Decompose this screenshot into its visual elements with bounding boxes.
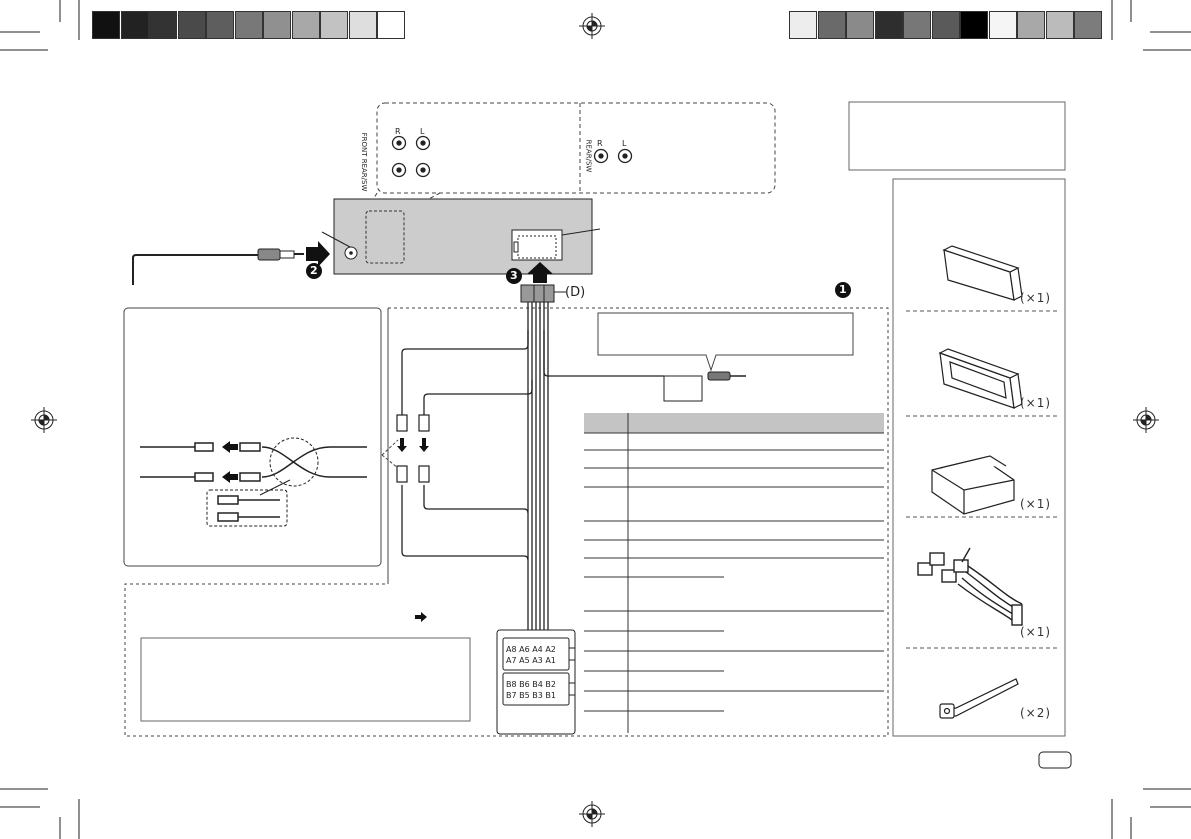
step-number-1: 1	[839, 283, 847, 296]
connector-d-label: (D)	[565, 285, 586, 300]
calibration-swatch	[177, 11, 206, 39]
registration-marks	[31, 13, 1159, 827]
calibration-swatch	[234, 11, 263, 39]
extraction-key-qty: (×2)	[1020, 706, 1052, 720]
arrow-antenna	[306, 241, 330, 267]
speaker-polarity-figure	[140, 437, 367, 527]
callout-pointer	[381, 439, 399, 469]
down-arrows	[397, 438, 429, 452]
calibration-swatch	[120, 11, 149, 39]
remote-plug	[707, 371, 746, 381]
accessories-panel	[892, 178, 1066, 737]
iso-connector	[496, 629, 576, 735]
small-arrow	[415, 612, 427, 622]
calibration-swatch	[92, 11, 120, 39]
harness-region	[124, 307, 889, 737]
calibration-swatch	[348, 11, 377, 39]
rca-label-rear-sw-left: REAR/SW	[360, 158, 368, 192]
wiring-harness-illustration	[917, 547, 1023, 626]
mounting-sleeve-qty: (×1)	[1020, 497, 1052, 511]
calibration-swatch	[1017, 11, 1045, 39]
rca-label-l-right: L	[622, 139, 627, 148]
pins-a-row1: A8 A6 A4 A2	[506, 645, 556, 654]
head-unit-rear	[321, 198, 601, 275]
step-marker-2	[306, 263, 322, 279]
rca-jacks-left	[391, 135, 431, 178]
calibration-swatch	[817, 11, 846, 39]
faceplate-illustration	[942, 245, 1023, 301]
accessory-dividers	[906, 310, 1058, 649]
note-bubble	[597, 312, 854, 372]
rca-label-rear-sw-right: REAR/SW	[584, 139, 593, 173]
rca-label-front: FRONT	[360, 132, 368, 157]
calibration-swatch	[903, 11, 931, 39]
calibration-swatch	[789, 11, 817, 39]
pins-b-row1: B8 B6 B4 B2	[506, 680, 556, 689]
remote-plug-box	[663, 375, 703, 402]
calibration-swatch	[1074, 11, 1102, 39]
calibration-swatch	[320, 11, 348, 39]
rca-callout	[365, 102, 776, 213]
rca-label-r-right: R	[597, 139, 603, 148]
arrow-connector	[527, 262, 553, 283]
calibration-swatch	[149, 11, 177, 39]
pins-b-row2: B7 B5 B3 B1	[506, 691, 556, 700]
mounting-sleeve-illustration	[931, 455, 1015, 515]
antenna-cable	[132, 248, 304, 285]
page-number-tab	[1038, 751, 1072, 769]
rca-label-front-rear: FRONT REAR/SW	[360, 132, 368, 192]
calibration-swatch	[931, 11, 960, 39]
calibration-swatch	[1045, 11, 1074, 39]
spade-connectors	[396, 414, 430, 483]
step-marker-1	[835, 282, 851, 298]
calibration-swatch	[206, 11, 234, 39]
calibration-swatch	[960, 11, 988, 39]
faceplate-qty: (×1)	[1020, 291, 1052, 305]
harness-wires	[401, 302, 664, 630]
step-number-2: 2	[310, 264, 318, 277]
trim-plate-qty: (×1)	[1020, 396, 1052, 410]
trim-plate-illustration	[938, 348, 1023, 409]
step-marker-3	[506, 268, 522, 284]
step-number-3: 3	[510, 269, 518, 282]
rca-label-l-left: L	[420, 127, 425, 136]
pin-table	[584, 413, 884, 733]
speaker-polarity-box	[123, 307, 382, 567]
calibration-swatch	[874, 11, 903, 39]
extraction-key-illustration	[939, 678, 1019, 719]
calibration-swatch	[377, 11, 405, 39]
connector-d	[520, 284, 566, 303]
rca-jacks-right	[593, 148, 633, 164]
note-box	[140, 637, 471, 722]
calibration-swatch	[291, 11, 320, 39]
pins-a-row2: A7 A5 A3 A1	[506, 656, 556, 665]
wiring-harness-qty: (×1)	[1020, 625, 1052, 639]
calibration-swatch	[988, 11, 1017, 39]
calibration-swatch	[846, 11, 874, 39]
calibration-swatch	[263, 11, 291, 39]
polarity-arrows	[222, 441, 238, 483]
rca-label-r-left: R	[395, 127, 401, 136]
info-box	[848, 101, 1066, 171]
